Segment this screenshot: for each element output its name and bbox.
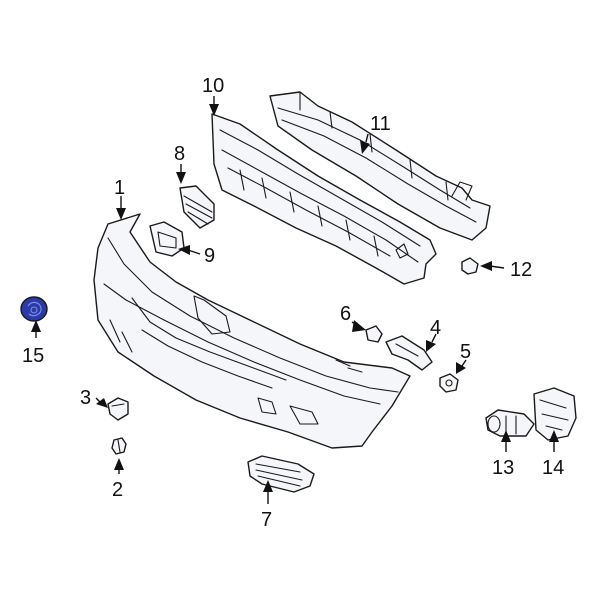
callout-9: 9 bbox=[204, 245, 215, 267]
callout-10: 10 bbox=[202, 75, 224, 97]
part-11-reinforcement-beam[interactable] bbox=[269, 91, 491, 241]
callout-2: 2 bbox=[112, 479, 123, 501]
callout-4: 4 bbox=[430, 317, 441, 339]
callout-15: 15 bbox=[22, 345, 44, 367]
callout-6: 6 bbox=[340, 303, 351, 325]
part-1-bumper-cover[interactable] bbox=[93, 213, 411, 449]
part-9-bracket[interactable] bbox=[149, 221, 185, 257]
part-3-clip[interactable] bbox=[107, 397, 129, 421]
part-10-energy-absorber[interactable] bbox=[211, 113, 437, 285]
part-8-grille[interactable] bbox=[179, 185, 215, 229]
callout-7: 7 bbox=[261, 509, 272, 531]
callout-5: 5 bbox=[460, 341, 471, 363]
part-14-sensor-bracket[interactable] bbox=[533, 387, 577, 441]
part-15-highlighted-part[interactable] bbox=[20, 296, 48, 322]
part-6-clip[interactable] bbox=[365, 325, 383, 343]
callout-8: 8 bbox=[174, 143, 185, 165]
callout-labels: 1 2 3 4 5 6 7 8 9 10 11 12 13 14 15 bbox=[22, 75, 564, 531]
callout-3: 3 bbox=[80, 387, 91, 409]
part-12-bolt[interactable] bbox=[461, 257, 479, 275]
part-5-bolt[interactable] bbox=[439, 373, 459, 393]
part-7-fog-lamp-cover[interactable] bbox=[247, 455, 315, 493]
callout-14: 14 bbox=[542, 457, 564, 479]
part-2-screw[interactable] bbox=[111, 437, 127, 455]
callout-1: 1 bbox=[114, 177, 125, 199]
leader-lines bbox=[31, 96, 559, 504]
callout-13: 13 bbox=[492, 457, 514, 479]
part-4-side-bracket[interactable] bbox=[385, 335, 433, 371]
callout-12: 12 bbox=[510, 259, 532, 281]
callout-11: 11 bbox=[370, 113, 391, 135]
part-13-parking-sensor[interactable] bbox=[485, 409, 535, 437]
